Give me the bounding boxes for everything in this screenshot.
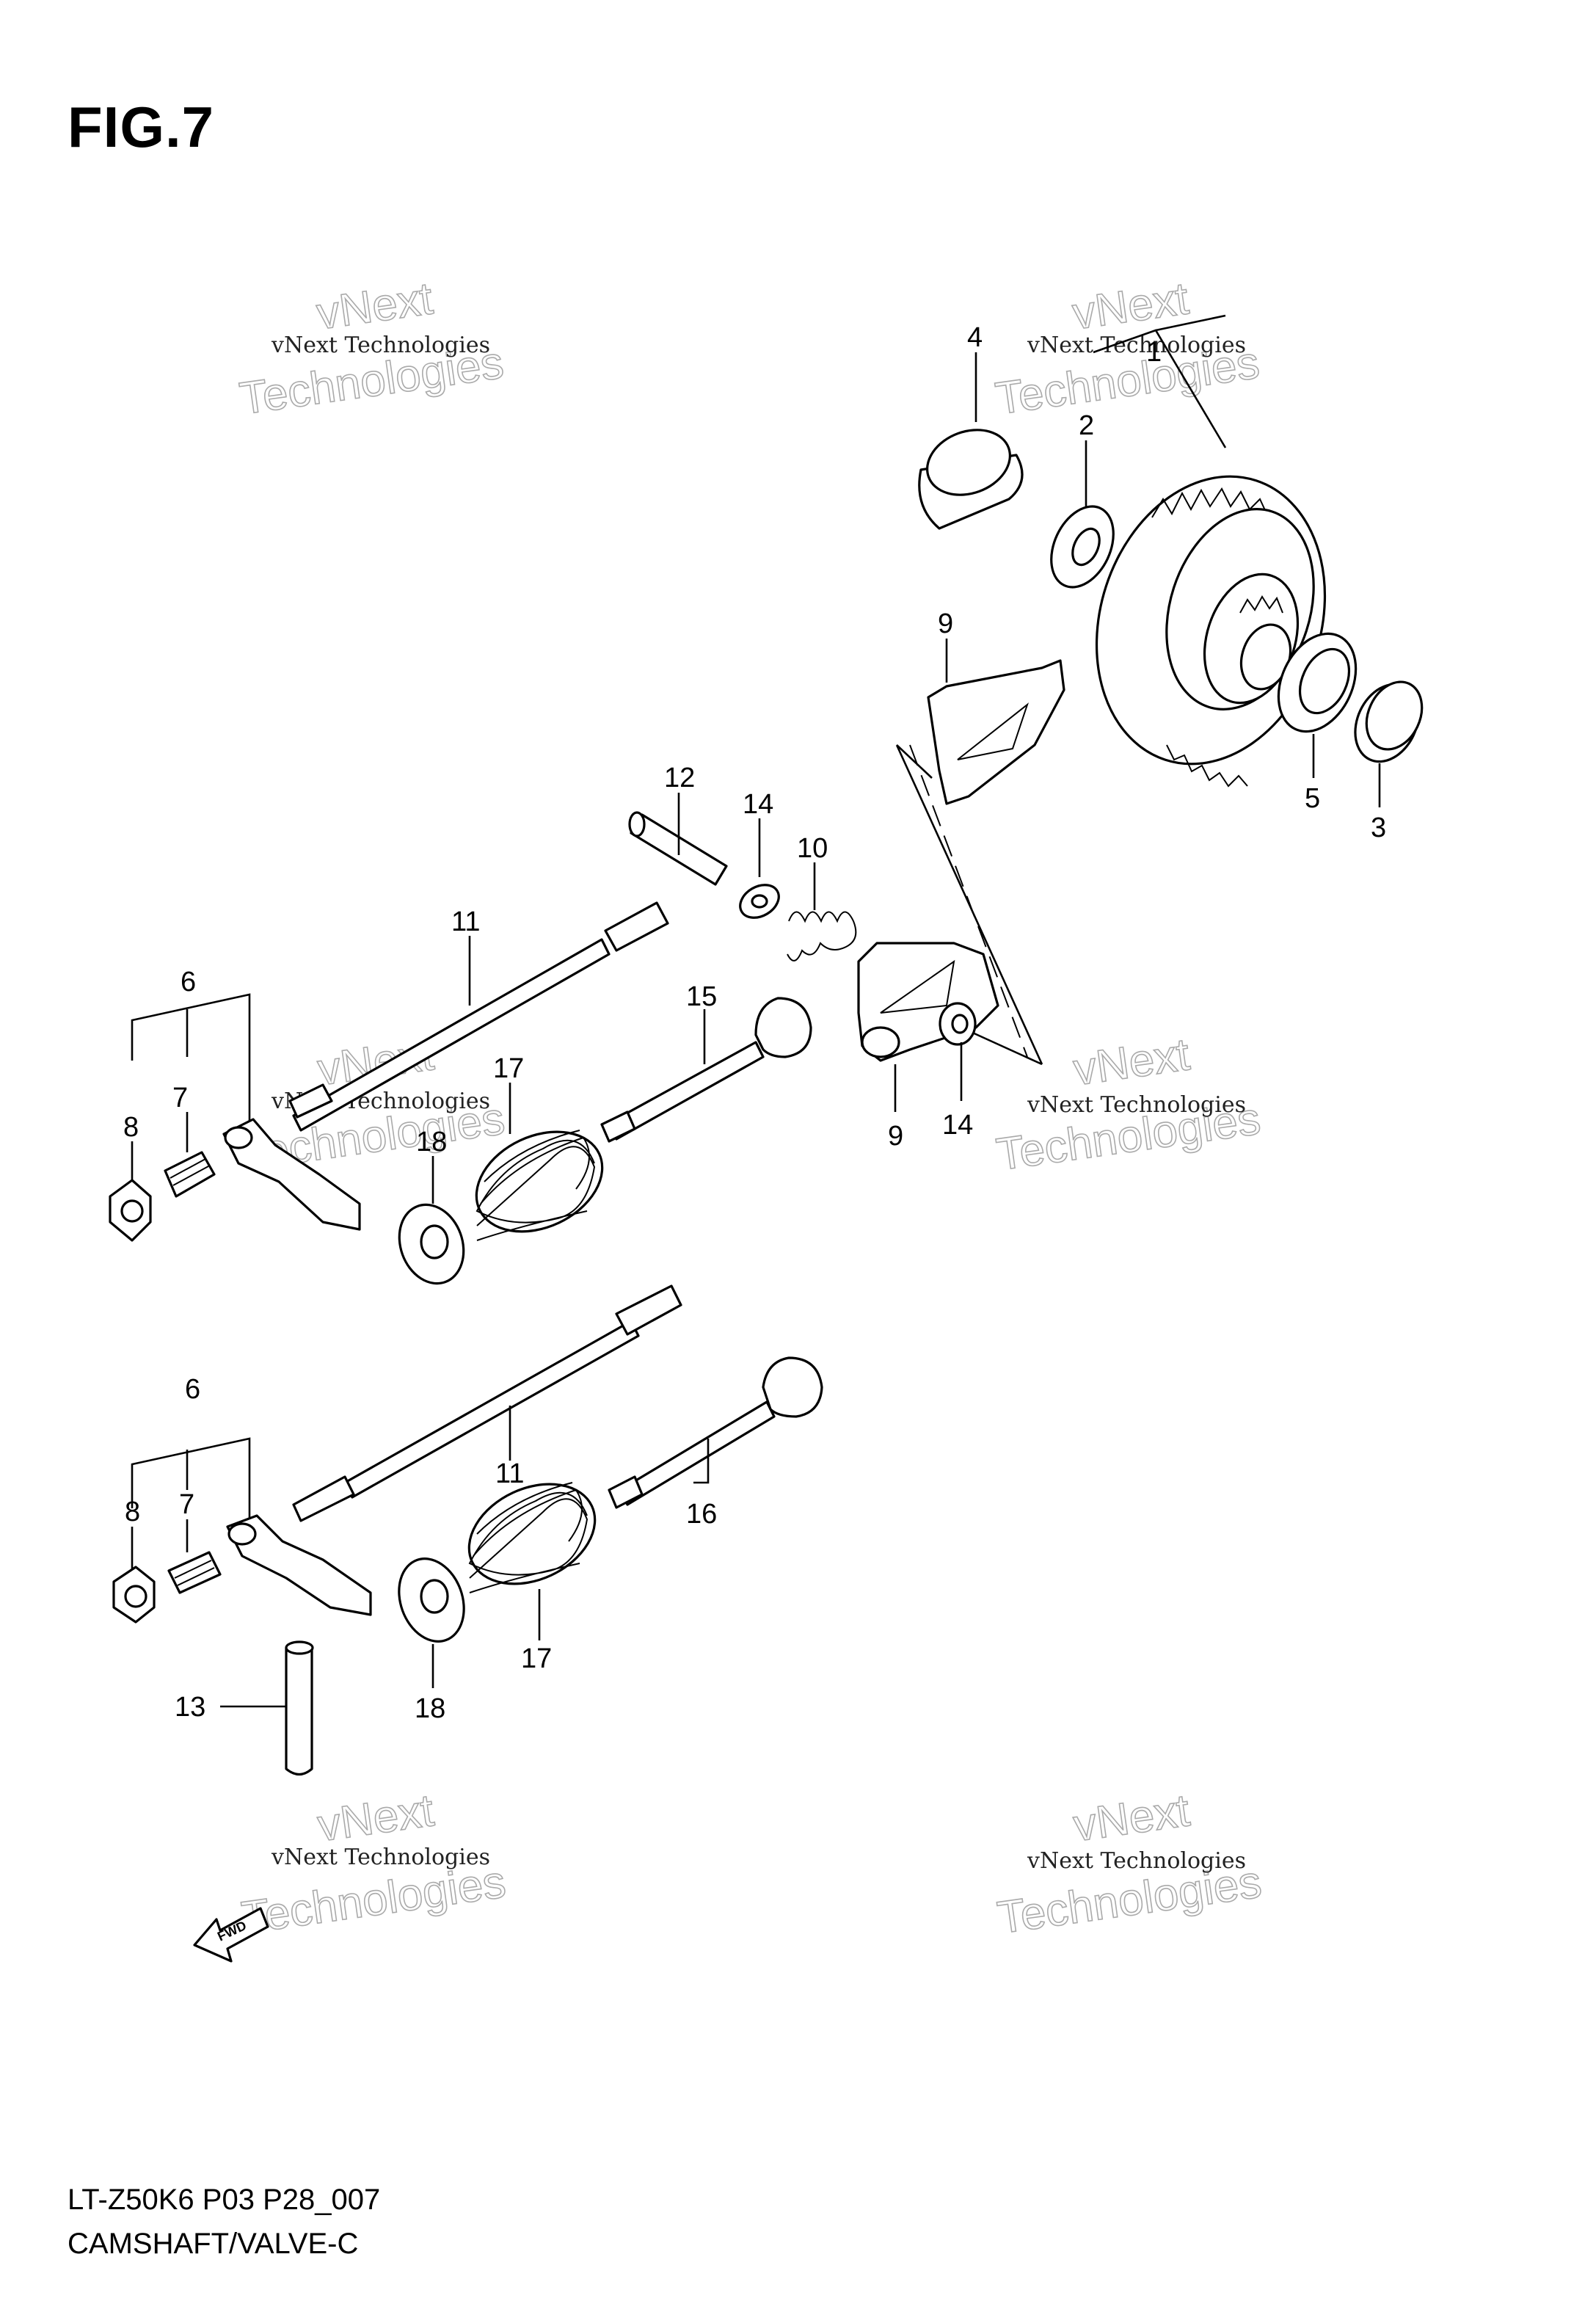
svg-text:vNext Technologies: vNext Technologies [271, 332, 490, 358]
part-8-nut-upper [109, 1179, 152, 1242]
part-12-rocker-shaft [628, 793, 728, 886]
watermark-top-left: vNext Technologies vNext Technologies [236, 272, 508, 425]
svg-text:vNext: vNext [315, 1785, 437, 1851]
part-17-spring-lower [467, 1482, 597, 1640]
callout-10: 10 [797, 833, 828, 864]
part-5-washer [1277, 632, 1358, 733]
camshaft-gear-assembly [918, 314, 1424, 807]
svg-text:vNext Technologies: vNext Technologies [271, 1844, 490, 1870]
callout-3: 3 [1371, 813, 1386, 843]
callout-7-lower: 7 [179, 1489, 194, 1520]
part-2-washer [1050, 505, 1115, 589]
callout-11-lower: 11 [495, 1458, 524, 1489]
callout-18-upper: 18 [416, 1127, 447, 1157]
callout-9-lower: 9 [888, 1121, 903, 1152]
callout-12: 12 [664, 763, 695, 793]
part-8-nut-lower [112, 1566, 156, 1624]
part-10-spring [787, 862, 857, 961]
callout-11-upper: 11 [451, 906, 480, 937]
svg-text:vNext: vNext [1069, 273, 1192, 339]
callout-16: 16 [686, 1499, 717, 1530]
callout-13: 13 [175, 1692, 205, 1723]
svg-text:vNext: vNext [1071, 1785, 1193, 1851]
callout-8-lower: 8 [125, 1497, 140, 1527]
part-6-rocker-arm-upper [222, 1118, 361, 1231]
rocker-group-upper [109, 993, 361, 1242]
part-1-camshaft-gear [1095, 475, 1327, 788]
svg-text:vNext Technologies: vNext Technologies [1027, 1092, 1246, 1118]
callout-7-upper: 7 [172, 1083, 188, 1113]
watermark-top-right: vNext Technologies vNext Technologies [992, 272, 1264, 425]
part-11-pushrod-upper [288, 901, 669, 1132]
part-14-washer-upper [739, 818, 780, 919]
part-13-pin [220, 1640, 314, 1776]
section-title: CAMSHAFT/VALVE-C [68, 2228, 359, 2260]
fwd-arrow-icon: FWD [193, 1907, 269, 1963]
callout-14-upper: 14 [743, 789, 773, 820]
part-16-valve-exhaust [608, 1356, 823, 1509]
callout-4: 4 [967, 322, 983, 353]
callout-6-lower: 6 [185, 1374, 200, 1405]
callout-1: 1 [1146, 337, 1162, 368]
callout-17-lower: 17 [521, 1643, 552, 1674]
svg-text:vNext: vNext [313, 273, 436, 339]
callout-15: 15 [686, 981, 717, 1012]
part-18-retainer-upper [398, 1156, 465, 1285]
part-3-bushing [1354, 680, 1424, 763]
callout-5: 5 [1305, 783, 1320, 814]
callout-6-upper: 6 [181, 967, 196, 997]
model-code: LT-Z50K6 P03 P28_007 [68, 2184, 381, 2216]
part-9-rocker-arm-lower [857, 942, 999, 1112]
callout-14-lower: 14 [942, 1110, 973, 1141]
figure-title: FIG.7 [68, 95, 215, 159]
part-15-valve-intake [600, 997, 812, 1143]
part-17-spring-upper [475, 1083, 604, 1241]
rocker-group-lower [112, 1437, 372, 1624]
watermark-bottom-right: vNext Technologies vNext Technologies [994, 1784, 1265, 1944]
part-7-adjusting-screw-upper [164, 1151, 216, 1198]
watermark-bottom-left: vNext Technologies vNext Technologies [238, 1784, 509, 1944]
callout-8-upper: 8 [123, 1112, 139, 1143]
part-6-rocker-arm-lower [226, 1514, 372, 1616]
part-7-adjusting-screw-lower [167, 1551, 222, 1594]
part-11-pushrod-lower [292, 1284, 682, 1522]
part-4-bushing [918, 429, 1024, 530]
svg-text:vNext Technologies: vNext Technologies [1027, 1848, 1246, 1874]
svg-text:vNext: vNext [1071, 1029, 1193, 1095]
part-9-rocker-arm-upper [927, 639, 1065, 805]
callout-labels: 1 2 3 4 5 9 9 10 12 14 14 11 15 17 18 6 … [123, 322, 1386, 1724]
callout-2: 2 [1079, 410, 1094, 441]
callout-9-upper: 9 [938, 608, 953, 639]
watermark-mid-right: vNext Technologies vNext Technologies [993, 1028, 1264, 1181]
callout-17-upper: 17 [493, 1053, 524, 1084]
dashed-guide-line [909, 744, 1028, 1058]
part-18-retainer-lower [398, 1557, 465, 1688]
part-14-washer-lower [939, 1002, 977, 1101]
callout-18-lower: 18 [415, 1693, 445, 1724]
